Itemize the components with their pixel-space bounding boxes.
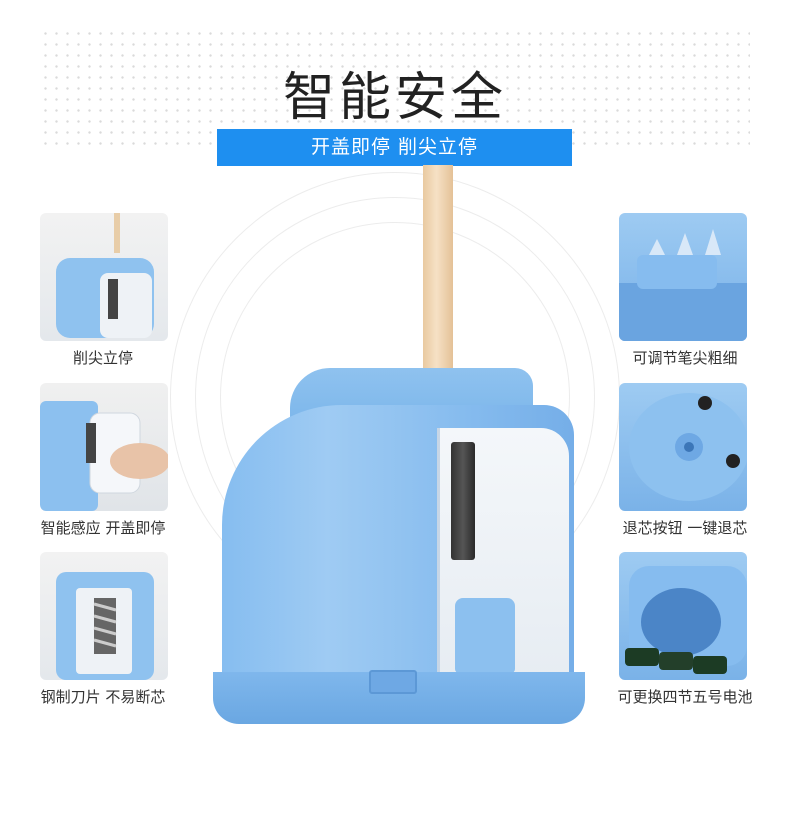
tip-adjuster-icon	[619, 229, 747, 341]
steel-blade	[451, 442, 475, 560]
feature-label: 削尖立停	[72, 349, 133, 367]
dotted-background	[40, 28, 750, 148]
bin-tab	[369, 670, 417, 694]
eject-button-icon	[629, 393, 747, 501]
pencil-image	[423, 165, 453, 370]
feature-label: 退芯按钮 一键退芯	[622, 519, 748, 537]
feature-label: 可更换四节五号电池	[617, 688, 753, 706]
pencil-holder	[455, 598, 515, 673]
page-title: 智能安全	[282, 68, 507, 128]
feature-label: 钢制刀片 不易断芯	[40, 688, 166, 706]
feature-thumb-tip-stop	[40, 213, 168, 341]
hand-opening-lid-icon	[40, 401, 168, 511]
subtitle-banner: 开盖即停 削尖立停	[217, 129, 572, 166]
feature-label: 可调节笔尖粗细	[632, 349, 738, 367]
sharpener-icon	[56, 213, 154, 338]
feature-thumb-battery	[619, 552, 747, 680]
feature-thumb-lid-sensor	[40, 383, 168, 511]
feature-thumb-tip-adjust	[619, 213, 747, 341]
battery-compartment-icon	[625, 566, 747, 674]
blade-icon	[56, 572, 154, 680]
feature-label: 智能感应 开盖即停	[40, 519, 166, 537]
feature-thumb-blade	[40, 552, 168, 680]
feature-thumb-eject	[619, 383, 747, 511]
